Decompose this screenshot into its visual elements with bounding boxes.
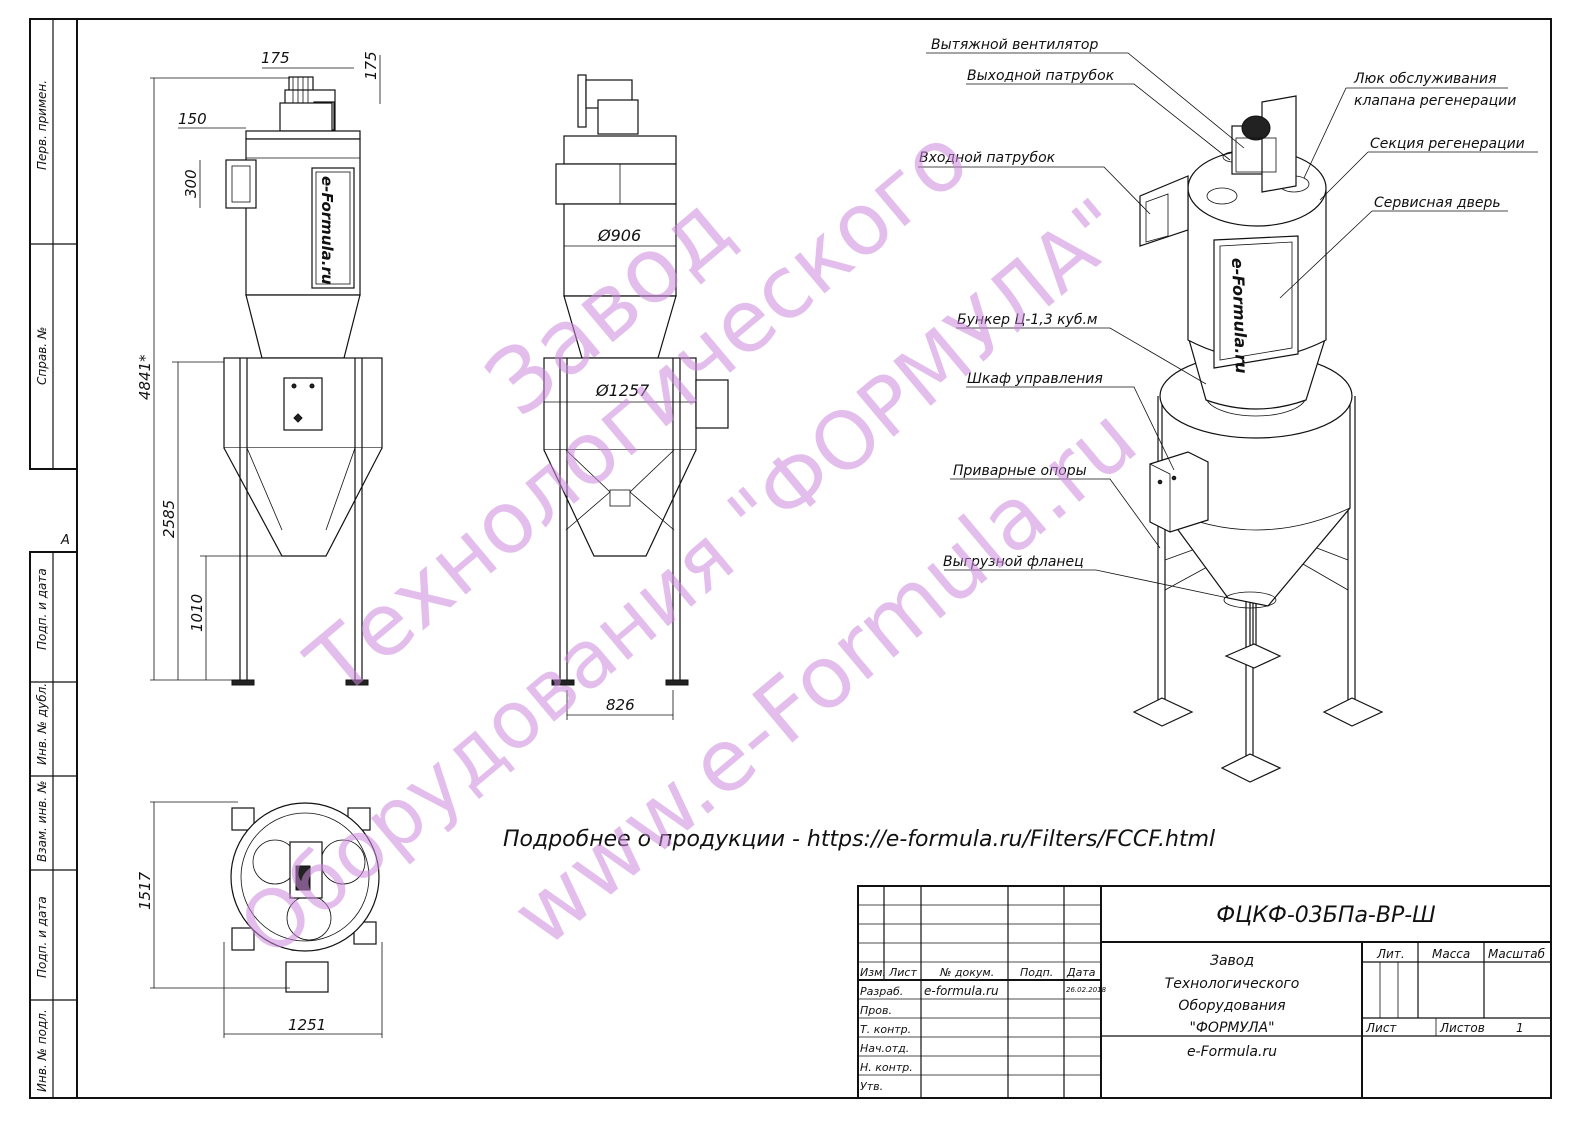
tb-role: Т. контр. [860,1023,911,1036]
callout-label: Выгрузной фланец [943,554,1084,570]
callout-label: Секция регенерации [1370,136,1525,152]
front-logo: e-Formula.ru [318,176,336,285]
tb-sheet-label: Лист [1365,1021,1397,1035]
stamp-label: Подп. и дата [35,896,49,978]
dim-label: 300 [182,169,200,198]
dim-label: 2585 [160,500,178,538]
stamp-label: Инв. № подл. [35,1009,49,1092]
side-view: Ø906 Ø1257 826 [543,74,729,720]
stamp-label: Справ. № [35,327,49,385]
tb-website: e-Formula.ru [1187,1044,1277,1060]
stamp-label: Инв. № дубл. [35,683,49,765]
callout-label: Входной патрубок [919,150,1056,166]
stamp-label: Взам. инв. № [35,781,49,862]
tb-role: Н. контр. [860,1061,913,1074]
front-view: e-Formula.ru 175 175 150 300 4841* 2585 … [136,49,383,686]
dim-label: 826 [606,696,635,714]
callout-label: клапана регенерации [1354,93,1516,109]
tb-role: Утв. [860,1080,883,1093]
tb-designation: ФЦКФ-03БПа-ВР-Ш [1216,903,1435,928]
stamp-label: Перв. примен. [35,80,49,170]
tb-lit-label: Лит. [1376,947,1405,961]
side-stamp-strip: Перв. примен. Справ. № Подп. и дата Инв.… [29,18,78,1099]
dim-label: Ø906 [597,226,641,245]
tb-header: № докум. [939,966,994,979]
tb-sheets-value: 1 [1516,1021,1524,1035]
tb-company: Оборудования [1178,998,1285,1014]
dim-label: 1251 [288,1016,326,1034]
tb-company: Технологического [1165,976,1300,992]
callout-label: Выходной патрубок [967,68,1115,84]
dim-label: 175 [261,49,290,67]
callout-label: Вытяжной вентилятор [931,37,1098,53]
tb-header: Дата [1066,966,1096,979]
tb-role: Пров. [860,1004,892,1017]
title-block: Изм. Лист № докум. Подп. Дата Разраб. Пр… [857,885,1552,1099]
tb-company: "ФОРМУЛА" [1189,1020,1274,1036]
isometric-view: e-Formula.ru Вытяжной вентилятор Выходно… [918,37,1538,783]
tb-mass-label: Масса [1432,947,1470,961]
callout-label: Сервисная дверь [1374,195,1501,211]
callout-label: Шкаф управления [967,371,1103,387]
dim-label: Ø1257 [595,381,650,400]
top-view: 1517 1251 [136,801,383,1038]
dim-label: 4841* [136,354,154,400]
side-letter: A [60,533,70,548]
tb-date: 26.02.2018 [1066,986,1107,994]
dim-label: 1010 [188,594,206,632]
stamp-label: Подп. и дата [35,568,49,650]
tb-role: Нач.отд. [860,1042,909,1055]
tb-header: Подп. [1020,966,1053,979]
tb-company: Завод [1210,953,1254,969]
tb-header: Изм. [860,966,886,979]
more-info-link[interactable]: Подробнее о продукции - https://e-formul… [503,827,1215,852]
dim-label: 1517 [136,871,154,910]
iso-logo: e-Formula.ru [1228,257,1251,373]
dim-label: 175 [362,51,380,80]
tb-developer: e-formula.ru [924,984,999,998]
tb-scale-label: Масштаб [1488,947,1546,961]
tb-header: Лист [888,966,917,979]
tb-sheets-label: Листов [1439,1021,1485,1035]
callout-label: Люк обслуживания [1353,71,1497,87]
callout-label: Приварные опоры [953,463,1087,479]
callout-label: Бункер Ц-1,3 куб.м [957,312,1098,328]
tb-role: Разраб. [860,985,903,998]
dim-label: 150 [178,110,207,128]
